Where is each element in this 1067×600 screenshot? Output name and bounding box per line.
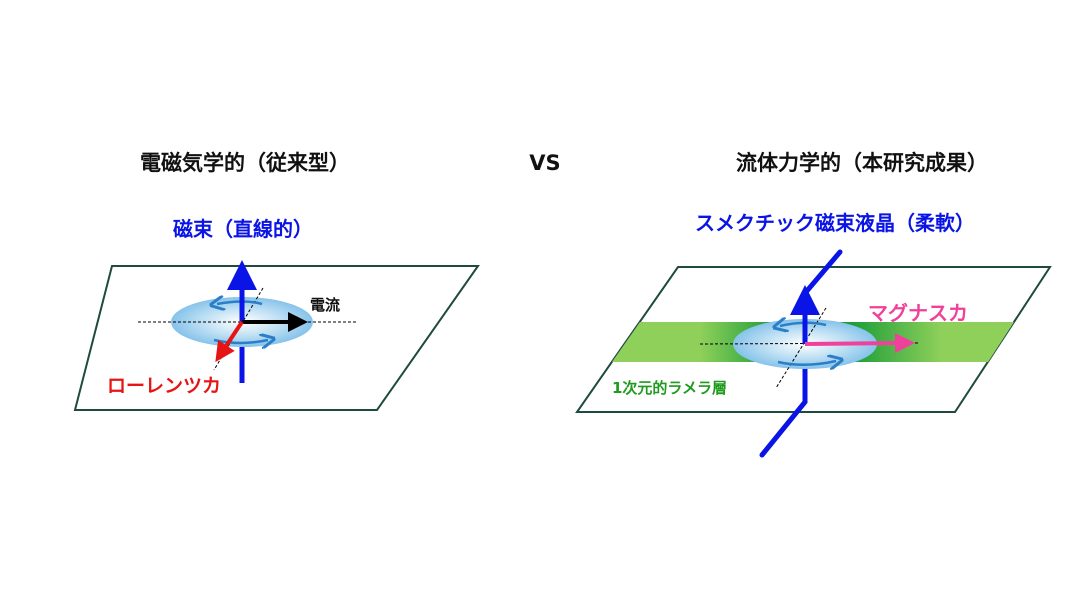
- right-title: 流体力学的（本研究成果）: [736, 151, 988, 175]
- lamellar-layer-label: 1次元的ラメラ層: [612, 379, 727, 397]
- right-flux-upper: [803, 249, 843, 295]
- right-axis-y: [775, 307, 827, 389]
- right-circulation-arrow-bottom: [777, 361, 836, 365]
- magnus-force-label: マグナスカ: [868, 301, 968, 325]
- left-title: 電磁気学的（従来型）: [140, 151, 350, 175]
- vs-label: VS: [529, 151, 560, 175]
- right-flux-label: スメクチック磁束液晶（柔軟）: [695, 211, 975, 235]
- lorentz-force-label: ローレンツカ: [107, 375, 221, 397]
- lorentz-force-arrow: [215, 320, 244, 362]
- right-panel: スメクチック磁束液晶（柔軟） マグナスカ 1次元的ラメラ層: [575, 211, 1052, 458]
- current-label: 電流: [310, 296, 340, 314]
- left-flux-label: 磁束（直線的）: [173, 217, 313, 241]
- left-panel: 磁束（直線的） 電流 ローレンツカ: [73, 217, 480, 411]
- magnus-force-arrow: [804, 333, 915, 354]
